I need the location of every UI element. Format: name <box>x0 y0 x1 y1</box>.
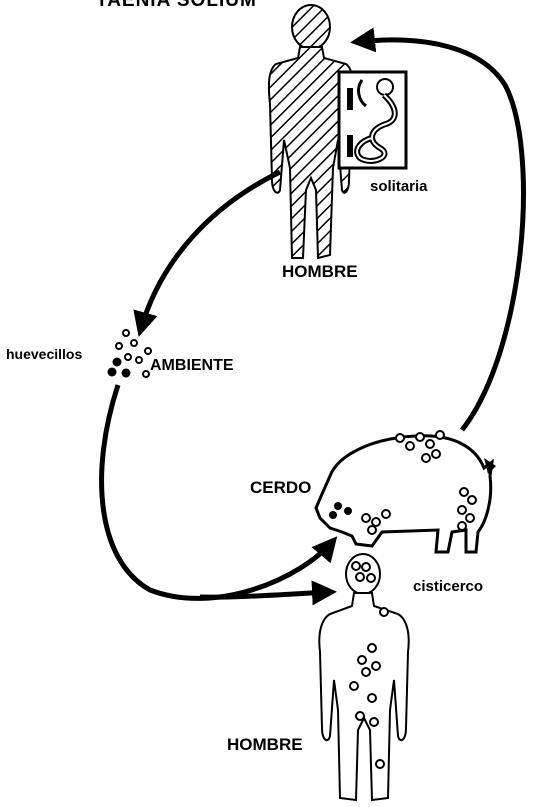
label-huevecillos: huevecillos <box>6 346 82 362</box>
label-hombre-top: HOMBRE <box>282 262 358 282</box>
label-cerdo: CERDO <box>250 478 311 498</box>
tapeworm-inset <box>339 72 406 168</box>
diagram-title: TAENIA SOLIUM <box>96 0 257 12</box>
label-solitaria: solitaria <box>370 178 428 195</box>
eggs-cluster <box>109 330 152 377</box>
arrow-man-to-environment <box>140 172 280 332</box>
arrow-environment-to-man <box>200 592 332 597</box>
label-ambiente: AMBIENTE <box>150 357 234 375</box>
cysticercosis-man-figure <box>319 554 408 800</box>
pig-figure <box>316 431 496 552</box>
label-cisticerco: cisticerco <box>413 578 483 595</box>
label-hombre-bottom: HOMBRE <box>227 735 303 755</box>
